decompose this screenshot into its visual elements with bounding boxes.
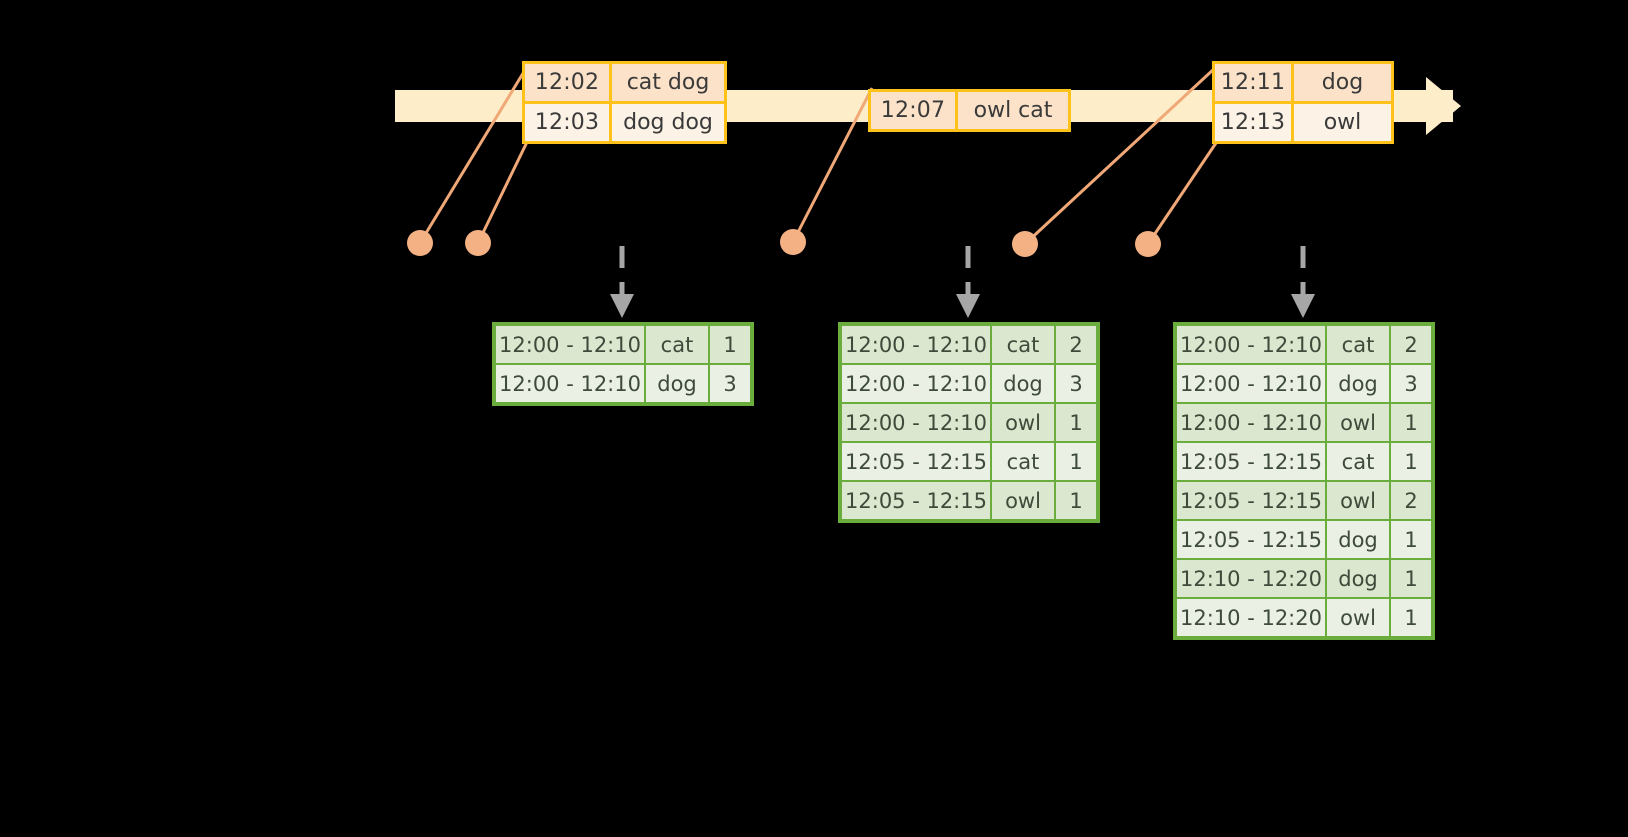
event-time: 12:07 <box>871 92 958 129</box>
event-row: 12:13 owl <box>1215 101 1391 141</box>
flow-arrow-2 <box>956 246 980 318</box>
cell-count: 1 <box>1391 599 1431 636</box>
cell-word: cat <box>1327 443 1389 480</box>
cell-window: 12:00 - 12:10 <box>842 404 990 441</box>
connector-line-5 <box>1146 139 1220 245</box>
event-words: owl cat <box>973 98 1053 123</box>
event-words: dog dog <box>623 110 713 135</box>
cell-window: 12:10 - 12:20 <box>1177 560 1325 597</box>
event-dot-3 <box>780 229 806 255</box>
event-row: 12:02 cat dog <box>525 64 724 101</box>
cell-window: 12:00 - 12:10 <box>1177 404 1325 441</box>
cell-word: cat <box>646 326 708 363</box>
cell-window: 12:00 - 12:10 <box>1177 365 1325 402</box>
event-dot-5 <box>1135 231 1161 257</box>
cell-window: 12:10 - 12:20 <box>1177 599 1325 636</box>
event-dot-1 <box>407 230 433 256</box>
cell-word: dog <box>1327 521 1389 558</box>
cell-word: owl <box>992 482 1054 519</box>
cell-word: dog <box>1327 560 1389 597</box>
cell-word: owl <box>1327 404 1389 441</box>
cell-window: 12:00 - 12:10 <box>842 326 990 363</box>
cell-window: 12:00 - 12:10 <box>842 365 990 402</box>
connector-dots <box>407 229 1315 318</box>
cell-word: dog <box>1327 365 1389 402</box>
cell-count: 2 <box>1391 482 1431 519</box>
cell-window: 12:05 - 12:15 <box>842 443 990 480</box>
cell-word: cat <box>992 326 1054 363</box>
flow-arrow-3 <box>1291 246 1315 318</box>
event-dot-2 <box>465 230 491 256</box>
event-time: 12:11 <box>1215 64 1294 101</box>
cell-count: 1 <box>710 326 750 363</box>
cell-word: cat <box>992 443 1054 480</box>
cell-word: owl <box>992 404 1054 441</box>
cell-count: 1 <box>1391 443 1431 480</box>
event-row: 12:03 dog dog <box>525 101 724 141</box>
cell-window: 12:00 - 12:10 <box>496 326 644 363</box>
event-row: 12:07 owl cat <box>871 92 1068 129</box>
event-group-3[interactable]: 12:11 dog 12:13 owl <box>1212 61 1394 144</box>
cell-word: owl <box>1327 482 1389 519</box>
timeline-arrowhead <box>1426 77 1461 135</box>
event-time: 12:02 <box>525 64 612 101</box>
cell-word: owl <box>1327 599 1389 636</box>
cell-window: 12:05 - 12:15 <box>1177 482 1325 519</box>
cell-window: 12:05 - 12:15 <box>1177 521 1325 558</box>
flow-arrow-1 <box>610 246 634 318</box>
cell-window: 12:00 - 12:10 <box>1177 326 1325 363</box>
cell-window: 12:05 - 12:15 <box>1177 443 1325 480</box>
cell-count: 3 <box>1056 365 1096 402</box>
cell-window: 12:00 - 12:10 <box>496 365 644 402</box>
cell-window: 12:05 - 12:15 <box>842 482 990 519</box>
cell-word: dog <box>992 365 1054 402</box>
event-dot-4 <box>1012 231 1038 257</box>
event-row: 12:11 dog <box>1215 64 1391 101</box>
event-time: 12:03 <box>525 104 612 141</box>
cell-count: 1 <box>1391 560 1431 597</box>
event-words: owl <box>1323 110 1362 135</box>
event-group-1[interactable]: 12:02 cat dog 12:03 dog dog <box>522 61 727 144</box>
event-time: 12:13 <box>1215 104 1294 141</box>
event-words: cat dog <box>626 70 710 95</box>
cell-count: 1 <box>1056 443 1096 480</box>
connector-line-2 <box>476 139 530 244</box>
cell-count: 1 <box>1391 521 1431 558</box>
cell-count: 3 <box>710 365 750 402</box>
event-words: dog <box>1321 70 1364 95</box>
cell-count: 3 <box>1391 365 1431 402</box>
cell-word: dog <box>646 365 708 402</box>
cell-count: 2 <box>1056 326 1096 363</box>
cell-count: 1 <box>1056 482 1096 519</box>
cell-count: 1 <box>1056 404 1096 441</box>
cell-count: 2 <box>1391 326 1431 363</box>
event-group-2[interactable]: 12:07 owl cat <box>868 89 1071 132</box>
cell-word: cat <box>1327 326 1389 363</box>
cell-count: 1 <box>1391 404 1431 441</box>
